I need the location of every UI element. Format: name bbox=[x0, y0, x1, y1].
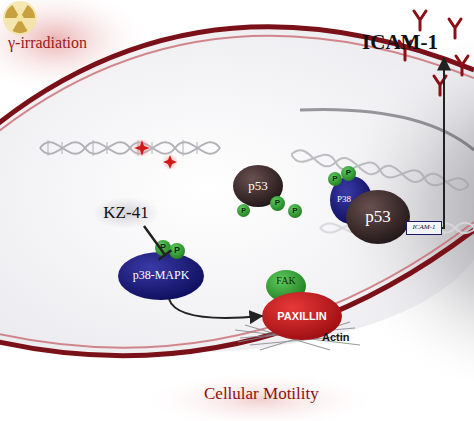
radiation-symbol bbox=[3, 1, 37, 35]
node-text: P38 bbox=[337, 195, 351, 205]
phospho-circle: P bbox=[237, 204, 250, 217]
phospho-circle: P bbox=[288, 204, 302, 218]
node-text: p38-MAPK bbox=[133, 269, 190, 282]
cell-membrane bbox=[0, 27, 474, 130]
node-text: P bbox=[174, 246, 180, 256]
node-text: P bbox=[292, 207, 297, 216]
node-text: ICAM-1 bbox=[413, 224, 436, 232]
nuclear-envelope bbox=[300, 110, 474, 151]
node-text: ICAM-1 bbox=[362, 31, 438, 54]
protein-ellipse: p53 bbox=[346, 190, 410, 244]
motility-glow bbox=[140, 370, 380, 421]
node-text: p53 bbox=[248, 179, 268, 193]
node-text: p53 bbox=[365, 208, 391, 227]
cell-membrane bbox=[0, 230, 474, 356]
node-text: FAK bbox=[276, 275, 295, 286]
dna-helix bbox=[40, 140, 220, 156]
dna-damage bbox=[131, 137, 180, 172]
node-text: P bbox=[160, 243, 166, 253]
inhibitor-label: KZ-41 bbox=[94, 198, 158, 228]
node-text: P bbox=[346, 169, 351, 178]
gene-box: ICAM-1 bbox=[406, 221, 442, 235]
kinase-ellipse: p38-MAPK bbox=[118, 252, 204, 300]
node-text: P bbox=[241, 207, 246, 215]
receptor-label: ICAM-1 bbox=[350, 28, 450, 58]
node-text: PAXILLIN bbox=[277, 310, 326, 322]
cell-membrane-inner bbox=[0, 222, 474, 348]
phospho-circle: P bbox=[328, 172, 342, 186]
expression-arrow bbox=[442, 58, 444, 228]
node-text: P bbox=[275, 199, 280, 208]
outcome-label: Cellular Motility bbox=[204, 384, 319, 404]
stimulus-label: γ-irradiation bbox=[8, 34, 87, 52]
phospho-circle: P bbox=[341, 166, 356, 181]
radiation-glow bbox=[0, 0, 150, 95]
dna-helix bbox=[290, 149, 469, 192]
activation-arrow bbox=[169, 299, 262, 318]
phospho-circle: P bbox=[169, 243, 185, 259]
structure-label: Actin bbox=[322, 331, 350, 343]
phospho-circle: P bbox=[155, 240, 171, 256]
node-text: KZ-41 bbox=[103, 204, 148, 223]
phospho-circle: P bbox=[270, 196, 285, 211]
inhibition-connector bbox=[144, 226, 171, 260]
node-text: P bbox=[332, 175, 337, 184]
nucleus-shade bbox=[240, 40, 474, 380]
